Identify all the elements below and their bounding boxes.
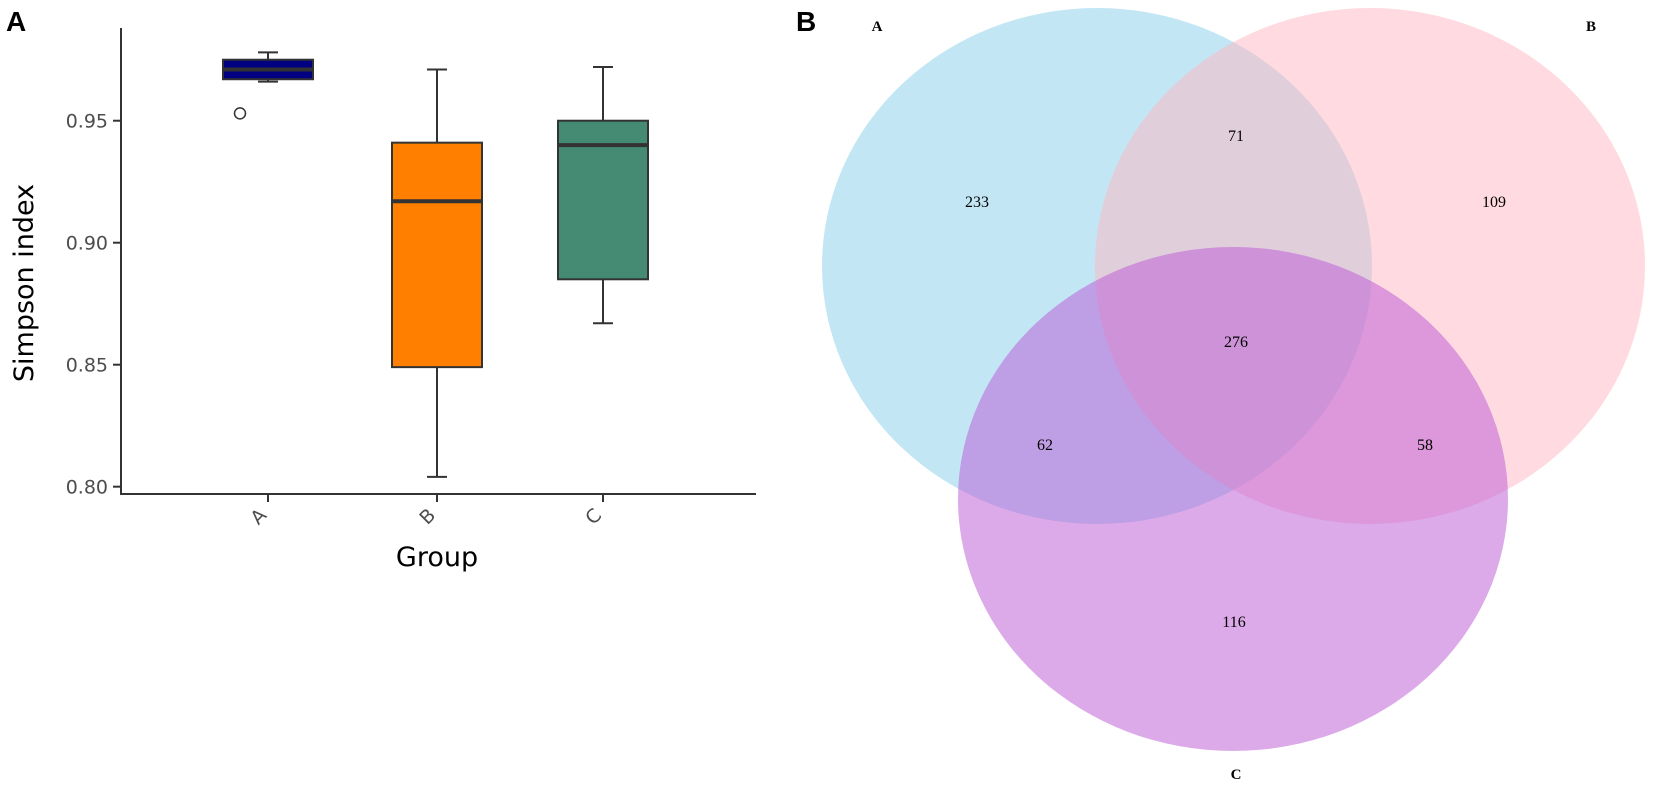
box-rect — [391, 141, 483, 369]
venn-count-b-only: 109 — [1482, 194, 1506, 211]
venn-diagram: A B C 233 109 116 71 62 58 276 — [822, 8, 1645, 783]
box-group-b — [391, 68, 483, 478]
venn-count-abc: 276 — [1224, 334, 1248, 351]
panel-b-letter: B — [796, 6, 816, 37]
venn-circle-c — [958, 247, 1508, 751]
x-axis-ticks: A B C — [246, 494, 606, 529]
venn-count-c-only: 116 — [1222, 614, 1245, 631]
y-tick-label: 0.95 — [66, 111, 108, 133]
y-tick-label: 0.80 — [66, 477, 108, 499]
x-tick-label: A — [246, 504, 271, 529]
venn-set-label-a: A — [872, 19, 883, 35]
x-tick-label: C — [581, 504, 606, 529]
outlier-point — [233, 107, 247, 120]
venn-set-label-b: B — [1586, 19, 1596, 35]
x-axis-title: Group — [396, 542, 478, 573]
box-group-c — [557, 66, 649, 325]
panel-a-letter: A — [6, 6, 26, 37]
y-tick-label: 0.85 — [66, 355, 108, 377]
boxplot-chart: 0.80 0.85 0.90 0.95 A B C Simpson index Group — [9, 28, 756, 573]
venn-set-label-c: C — [1231, 767, 1242, 783]
box-rect — [557, 119, 649, 281]
venn-count-a-only: 233 — [965, 194, 989, 211]
y-tick-label: 0.90 — [66, 233, 108, 255]
boxes — [222, 51, 649, 478]
x-tick-label: B — [415, 504, 440, 529]
venn-count-ab: 71 — [1228, 128, 1244, 145]
box-group-a — [222, 51, 314, 120]
y-axis-title: Simpson index — [9, 184, 40, 382]
y-axis-ticks: 0.80 0.85 0.90 0.95 — [66, 111, 121, 499]
venn-count-ac: 62 — [1037, 437, 1053, 454]
venn-count-bc: 58 — [1417, 437, 1433, 454]
